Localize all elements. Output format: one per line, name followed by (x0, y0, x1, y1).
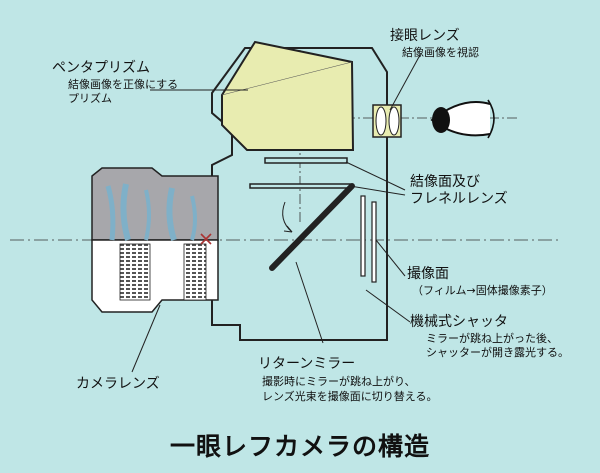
shutter-label: 機械式シャッタ (410, 314, 508, 330)
mechanical-shutter (360, 195, 366, 277)
eye-icon (430, 99, 495, 139)
image-sensor-plane (371, 201, 377, 283)
shutter-desc-2: シャッターが開き露光する。 (426, 346, 569, 359)
mirror-label: リターンミラー (258, 356, 356, 372)
pentaprism-label: ペンタプリズム (52, 60, 150, 76)
leader-mirror (295, 261, 324, 344)
mirror-desc-1: 撮影時にミラーが跳ね上がり、 (262, 375, 416, 388)
pentaprism-desc-1: 結像画像を正像にする (68, 78, 179, 91)
eyepiece-label: 接眼レンズ (390, 28, 460, 44)
camera-lens (91, 167, 219, 313)
eyepiece-desc: 結像画像を視認 (402, 46, 479, 59)
pentaprism-desc-2: プリズム (68, 92, 112, 105)
fresnel-lens (249, 183, 351, 189)
leader-focus-screen (345, 161, 406, 191)
diagram-title: 一眼レフカメラの構造 (169, 432, 430, 461)
lens-label: カメラレンズ (76, 376, 160, 392)
leader-lens (131, 304, 161, 373)
mirror-swing-arc (282, 201, 293, 233)
sensor-label: 撮像面 (407, 266, 449, 282)
shutter-desc-1: ミラーが跳ね上がった後、 (426, 332, 558, 345)
focusing-screen (264, 157, 348, 164)
leader-eyepiece (389, 54, 421, 111)
sensor-desc: （フィルム→固体撮像素子） (412, 284, 553, 297)
leader-sensor (375, 239, 406, 277)
leader-shutter (365, 289, 411, 323)
eyepiece-lens-2 (388, 106, 400, 136)
return-mirror (269, 183, 355, 271)
focus-screen-label-2: フレネルレンズ (410, 191, 508, 207)
pentaprism-shape (221, 40, 355, 151)
eyepiece-lens-1 (375, 106, 387, 136)
mirror-desc-2: レンズ光束を撮像面に切り替える。 (262, 390, 438, 403)
focus-screen-label-1: 結像面及び (410, 174, 480, 190)
leader-fresnel (349, 185, 406, 196)
